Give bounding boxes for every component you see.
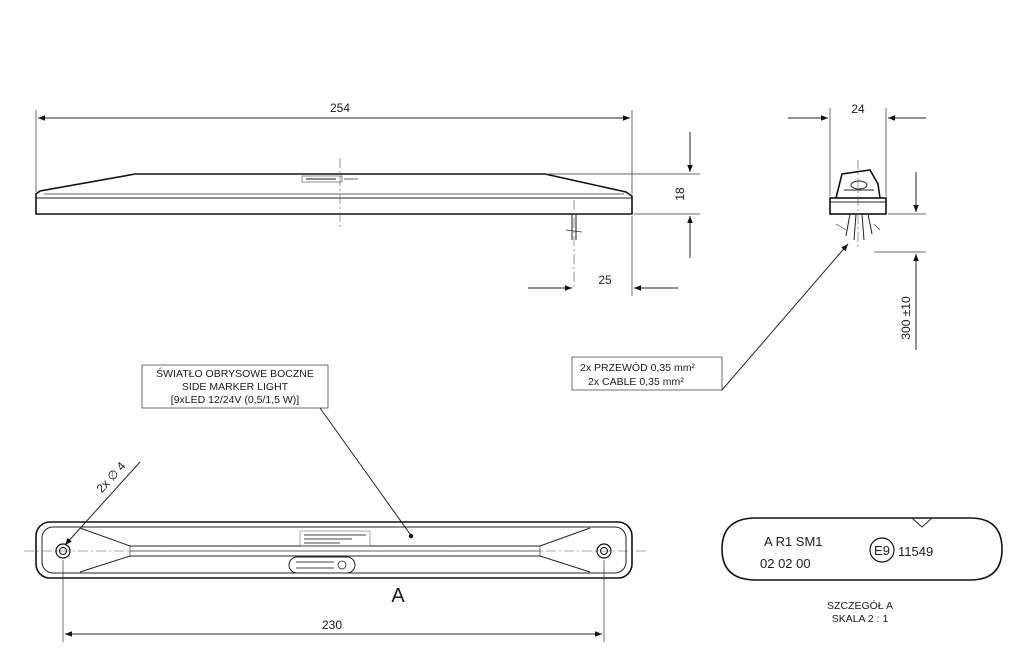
- cable-note-line-2: 2x CABLE 0,35 mm²: [588, 376, 684, 388]
- dim-overall-length: 254: [330, 101, 350, 115]
- dim-width: 24: [851, 102, 865, 116]
- light-note-line-2: SIDE MARKER LIGHT: [182, 381, 289, 393]
- dim-hole-spacing: 230: [322, 618, 342, 632]
- mounting-hole-left: [55, 543, 71, 559]
- view-label: A: [391, 585, 405, 607]
- approval-number: 11549: [898, 544, 933, 559]
- light-note-line-3: [9xLED 12/24V (0,5/1,5 W)]: [171, 394, 299, 406]
- light-note: ŚWIATŁO OBRYSOWE BOCZNE SIDE MARKER LIGH…: [141, 364, 414, 539]
- top-marking: [301, 175, 358, 183]
- bottom-marking: [288, 530, 371, 574]
- bottom-view: 2x ∅ 4 230 A: [24, 459, 648, 642]
- detail-line-2: 02 02 00: [760, 556, 811, 571]
- cable-note-line-1: 2x PRZEWÓD 0,35 mm²: [580, 361, 695, 374]
- mounting-hole-right: [596, 543, 612, 559]
- detail-caption-2: SKALA 2 : 1: [832, 613, 889, 625]
- detail-line-1: A R1 SM1: [764, 534, 823, 549]
- dim-hole-diameter: 2x ∅ 4: [94, 459, 129, 496]
- cable-stub: [565, 200, 583, 290]
- dim-cable-offset: 25: [598, 273, 612, 287]
- emark-circle: [869, 537, 895, 563]
- side-view: 24 300 ±10: [788, 102, 926, 350]
- wire-detail: [835, 213, 881, 241]
- dim-height: 18: [673, 187, 687, 201]
- cable-note: 2x PRZEWÓD 0,35 mm² 2x CABLE 0,35 mm²: [571, 243, 849, 391]
- front-view: 254 18 25: [35, 101, 700, 296]
- emark-label: E9: [874, 543, 890, 558]
- light-note-line-1: ŚWIATŁO OBRYSOWE BOCZNE: [156, 367, 314, 380]
- detail-caption-1: SZCZEGÓŁ A: [827, 599, 893, 612]
- detail-a: A R1 SM1 02 02 00 E9 11549 SZCZEGÓŁ A SK…: [721, 517, 1003, 625]
- dim-cable-length: 300 ±10: [899, 296, 913, 340]
